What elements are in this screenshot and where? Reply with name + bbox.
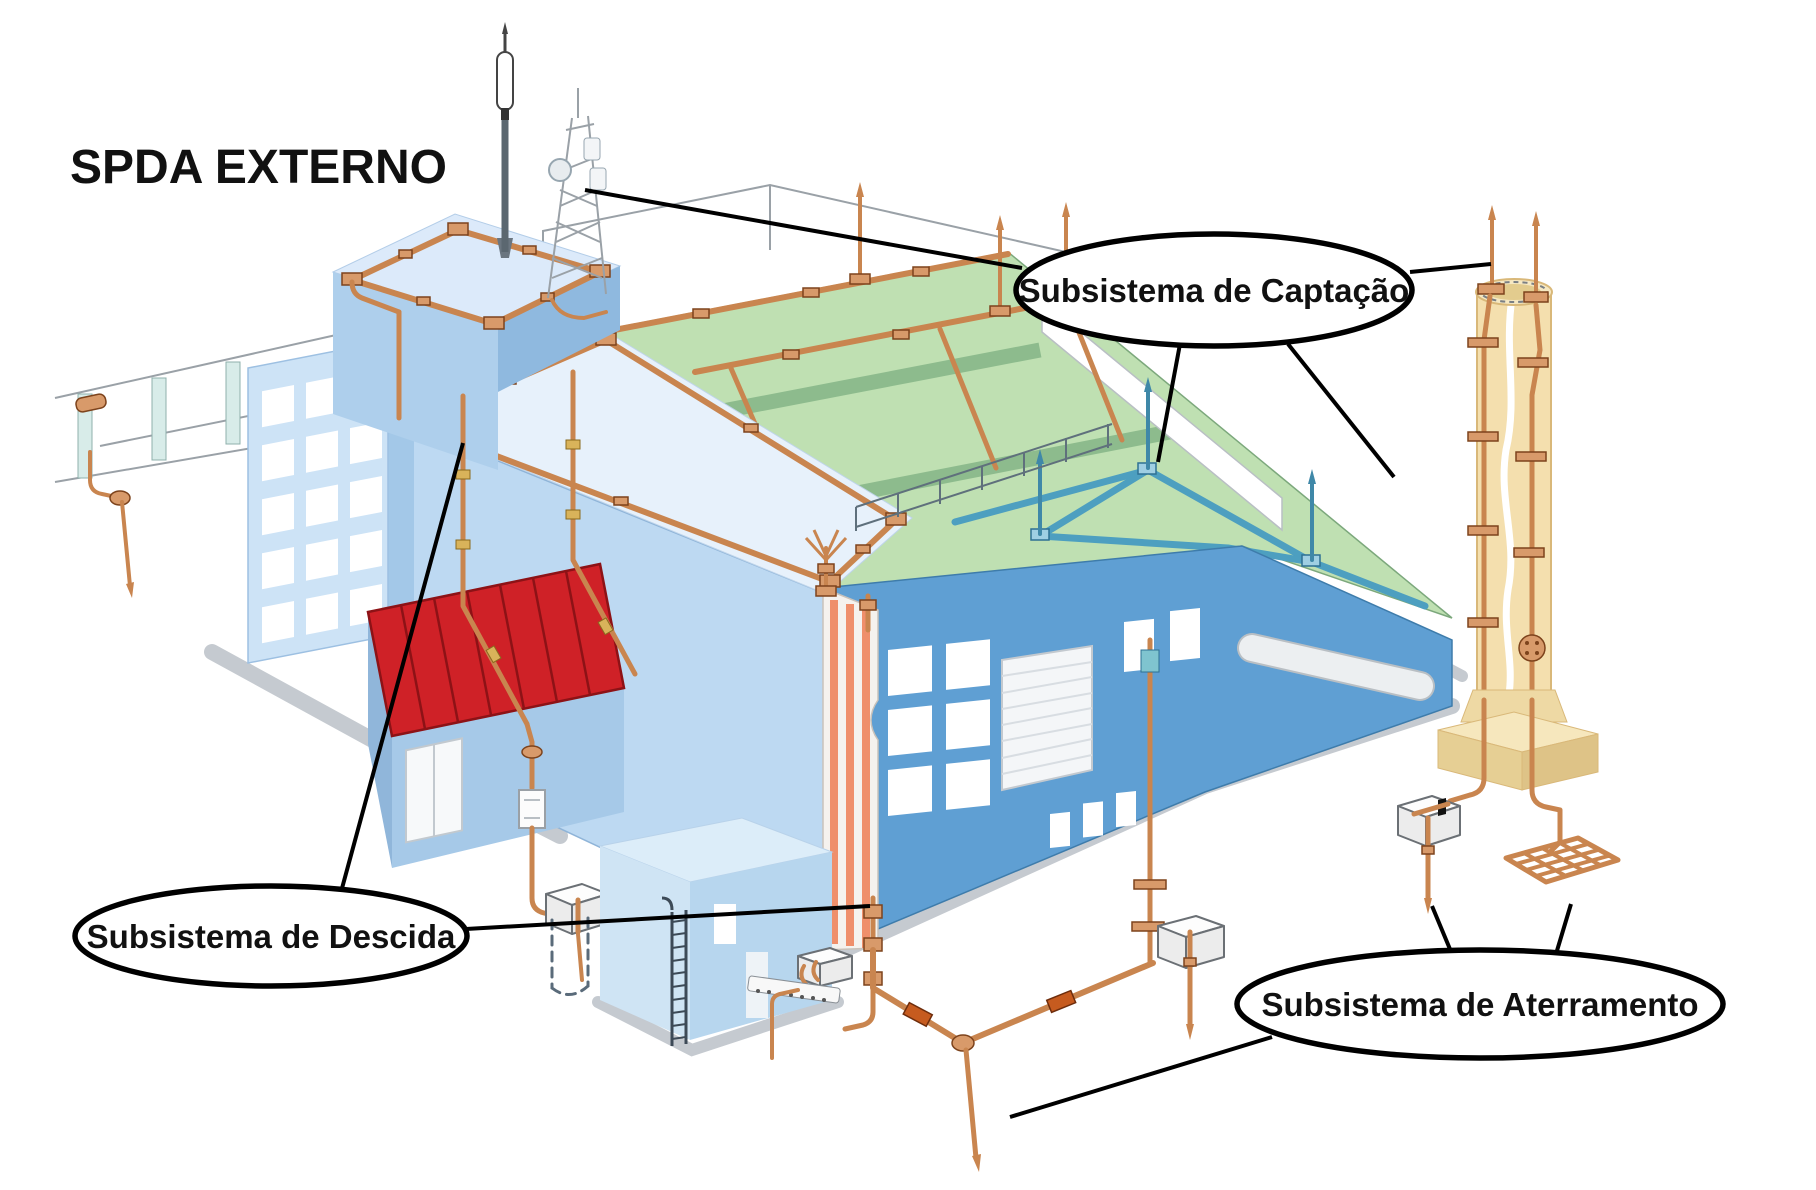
parapet-bracket xyxy=(859,593,877,633)
ground-rod-center xyxy=(951,1034,981,1172)
main-building-front-wall xyxy=(822,545,1453,966)
cutaway-back-wall xyxy=(1041,298,1283,532)
callout-aterramento-label: Subsistema de Aterramento xyxy=(1261,986,1698,1023)
conductor-clamp xyxy=(802,287,820,298)
surge-device xyxy=(1140,649,1160,673)
antenna-panel xyxy=(589,167,607,191)
underground-rod-dashed xyxy=(550,916,590,996)
leader-captacao-roof-left xyxy=(1156,343,1182,463)
roof-valley-band xyxy=(674,342,1042,428)
leader-captacao-chimney xyxy=(1409,262,1492,274)
telecom-tower xyxy=(547,88,608,320)
chimney-inspection-box xyxy=(1397,795,1461,914)
red-roof-annex xyxy=(366,562,626,868)
ground-clamp xyxy=(1045,989,1077,1014)
basement-windows xyxy=(1050,790,1136,848)
chimney-air-rods xyxy=(1477,205,1549,303)
leader-descida-wall xyxy=(339,442,465,893)
perimeter-fence xyxy=(54,332,346,598)
leader-aterramento-box xyxy=(1430,905,1454,955)
guardrail xyxy=(855,423,1113,531)
ground-clamp xyxy=(902,1001,934,1028)
white-pipe xyxy=(1237,633,1435,701)
wall-down-conductors xyxy=(455,369,638,727)
service-shed xyxy=(598,817,834,1046)
ground-mesh-grid xyxy=(1503,835,1621,885)
access-ladder xyxy=(661,896,688,1046)
tower-block xyxy=(331,22,622,470)
air-terminal-rods-blue xyxy=(1036,377,1316,562)
callout-captacao: Subsistema de Captação xyxy=(1013,231,1415,349)
leader-captacao-tower xyxy=(584,188,1023,270)
inspection-box-front xyxy=(1157,915,1225,1040)
multipoint-air-terminal xyxy=(804,529,848,597)
callout-descida-label: Subsistema de Descida xyxy=(87,918,456,955)
chimney-base xyxy=(1437,689,1599,791)
annotation-lines xyxy=(339,188,1573,1119)
leader-aterramento-rod xyxy=(1009,1035,1273,1119)
callout-descida: Subsistema de Descida xyxy=(72,883,470,989)
franklin-rod xyxy=(496,22,514,258)
conductor-clamp xyxy=(892,329,910,340)
page-title: SPDA EXTERNO xyxy=(70,141,447,194)
inspection-box-left xyxy=(545,883,609,935)
junction-plate xyxy=(1518,634,1546,662)
leader-aterramento-mesh xyxy=(1554,903,1573,955)
fence-post xyxy=(225,361,241,445)
fence-post xyxy=(151,377,167,461)
conductor-clamp xyxy=(782,349,800,360)
annex-double-door xyxy=(405,737,463,844)
conductor-clamp xyxy=(692,308,710,319)
antenna-panel xyxy=(583,137,601,161)
fence-bonding-clamp xyxy=(75,393,107,413)
callout-captacao-label: Subsistema de Captação xyxy=(1019,272,1410,309)
bonding-bar xyxy=(747,947,853,1060)
shed-window xyxy=(714,904,736,944)
conductor-clamp xyxy=(912,266,930,277)
tower-roof-ring-conductor xyxy=(341,222,611,421)
window-grid xyxy=(888,639,990,816)
chimney-down-conductor-left xyxy=(1467,293,1499,703)
chimney-crack xyxy=(1500,297,1516,695)
annex-windows xyxy=(262,367,382,644)
grounding-system-front xyxy=(870,915,1225,1172)
chimney-down-conductor-right xyxy=(1513,302,1549,703)
leader-descida-cutwall xyxy=(465,904,871,931)
fence-ground-rod xyxy=(88,450,134,598)
test-joint-box xyxy=(518,789,546,829)
descent-conductor-assembly xyxy=(518,721,609,996)
chimney xyxy=(1397,205,1621,914)
leader-captacao-roof-right xyxy=(1286,342,1396,479)
callout-aterramento: Subsistema de Aterramento xyxy=(1234,947,1726,1061)
front-wall-down-conductor xyxy=(1131,637,1167,966)
antenna-dish xyxy=(548,158,572,182)
garage-door xyxy=(1001,644,1093,792)
cutaway-wall xyxy=(822,586,883,1032)
